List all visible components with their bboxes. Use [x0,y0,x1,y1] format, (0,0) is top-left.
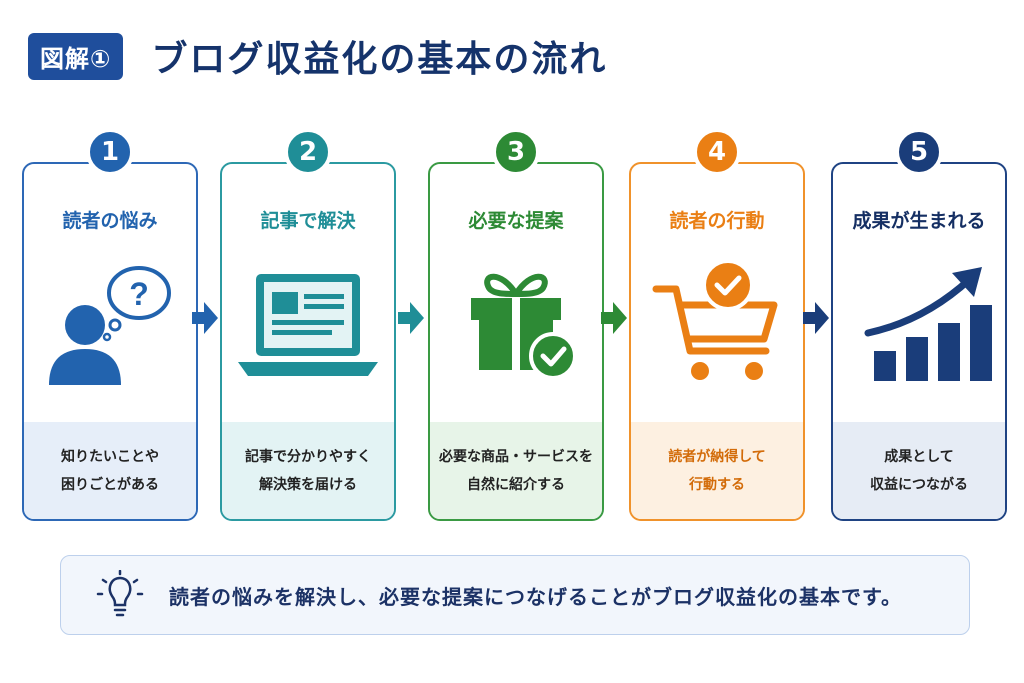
step-2-number: 2 [284,128,332,176]
summary-box: 読者の悩みを解決し、必要な提案につなげることがブログ収益化の基本です。 [60,555,970,635]
lightbulb-icon [96,570,144,617]
step-1-title: 読者の悩み [62,210,158,232]
step-3-title: 必要な提案 [468,210,564,232]
svg-text:?: ? [129,276,149,312]
step-3-card: 必要な提案 必要な商品・サービスを 自然に紹介する [428,162,604,521]
cart-check-icon [631,250,803,400]
summary-text: 読者の悩みを解決し、必要な提案につなげることがブログ収益化の基本です。 [169,584,902,609]
step-2-title: 記事で解決 [260,210,356,232]
step-1-description: 知りたいことや 困りごとがある [24,422,196,519]
step-4-title: 読者の行動 [669,210,765,232]
step-5-card: 成果が生まれる 成果として 収益につながる [831,162,1007,521]
arrow-right-icon [803,302,829,334]
step-5-description: 成果として 収益につながる [833,422,1005,519]
page-title: ブログ収益化の基本の流れ [151,39,608,80]
arrow-right-icon [192,302,218,334]
header: 図解① ブログ収益化の基本の流れ [28,30,607,82]
step-1-card: 読者の悩み ? 知りたいことや 困りごとがある [22,162,198,521]
arrow-right-icon [398,302,424,334]
step-4-card: 読者の行動 読者が納得して 行動する [629,162,805,521]
step-5-number: 5 [895,128,943,176]
step-4-number: 4 [693,128,741,176]
growth-chart-icon [833,250,1005,400]
arrow-right-icon [601,302,627,334]
step-3-number: 3 [492,128,540,176]
step-4-description: 読者が納得して 行動する [631,422,803,519]
laptop-icon [222,250,394,400]
figure-badge: 図解① [28,32,124,80]
step-2-description: 記事で分かりやすく 解決策を届ける [222,422,394,519]
gift-check-icon [430,250,602,400]
person-question-icon: ? [24,250,196,400]
step-1-number: 1 [86,128,134,176]
step-3-description: 必要な商品・サービスを 自然に紹介する [430,422,602,519]
step-2-card: 記事で解決 記事で分かりやすく 解決策を届ける [220,162,396,521]
step-5-title: 成果が生まれる [852,210,986,232]
